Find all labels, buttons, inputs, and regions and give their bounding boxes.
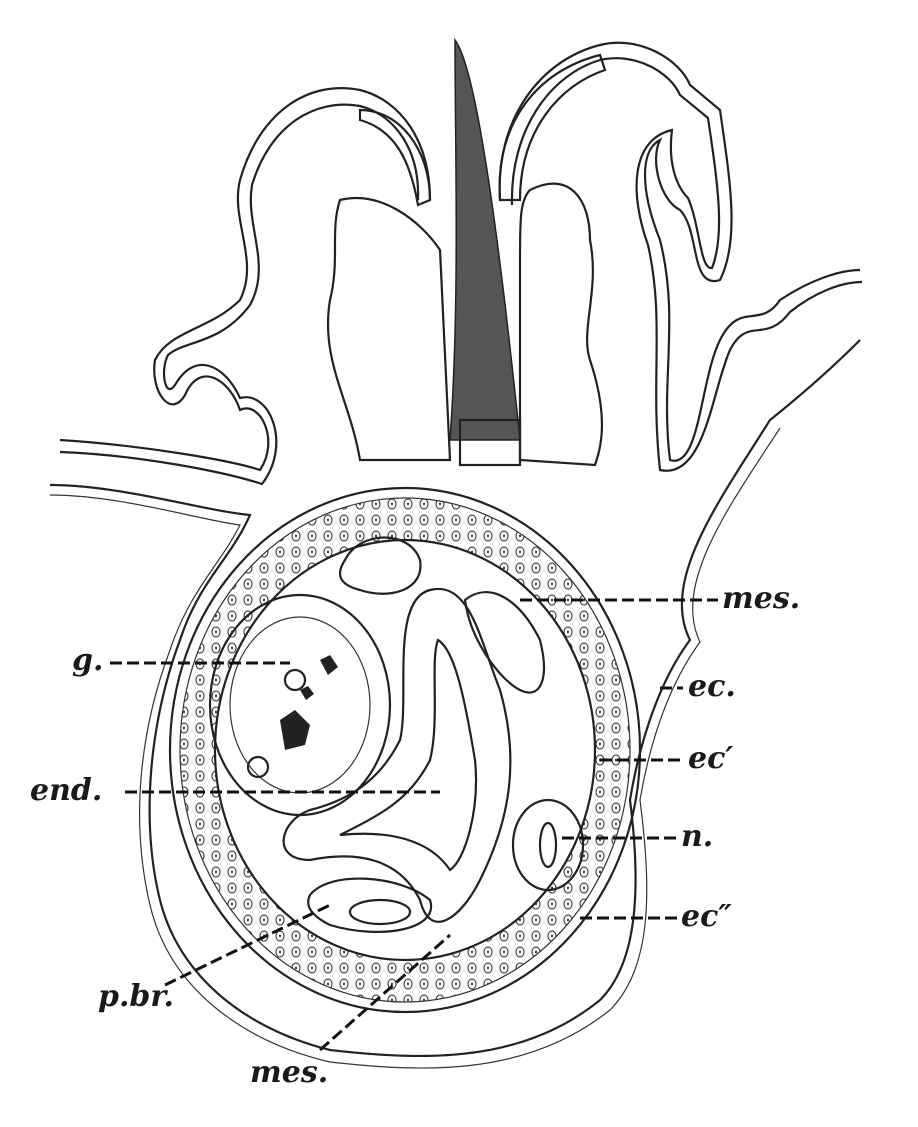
label-ec-double-prime: ec″: [681, 899, 732, 934]
leader-line-p-br: [164, 903, 331, 987]
notochord: [511, 798, 585, 892]
leader-line-mes-bottom: [319, 933, 451, 1052]
mesoderm-pocket: [338, 536, 545, 694]
label-ec-prime: ec′: [688, 741, 734, 776]
label-n: n.: [681, 819, 714, 854]
ectoderm-outer: [49, 339, 861, 1069]
amnion-folds-right: [498, 41, 863, 472]
neural-tube: [326, 37, 607, 467]
label-mes-bottom: mes.: [250, 1055, 329, 1090]
endoderm-gut: [282, 587, 512, 923]
amnion-folds-left: [59, 87, 432, 486]
ectoderm-ring: [168, 486, 642, 1014]
label-mes-top: mes.: [722, 581, 801, 616]
label-g: g.: [72, 643, 104, 678]
label-end: end.: [30, 773, 103, 808]
label-p-br: p.br.: [98, 979, 174, 1014]
pharyngeal-branch: [307, 877, 433, 933]
label-ec: ec.: [688, 669, 736, 704]
ganglion: [208, 593, 392, 817]
